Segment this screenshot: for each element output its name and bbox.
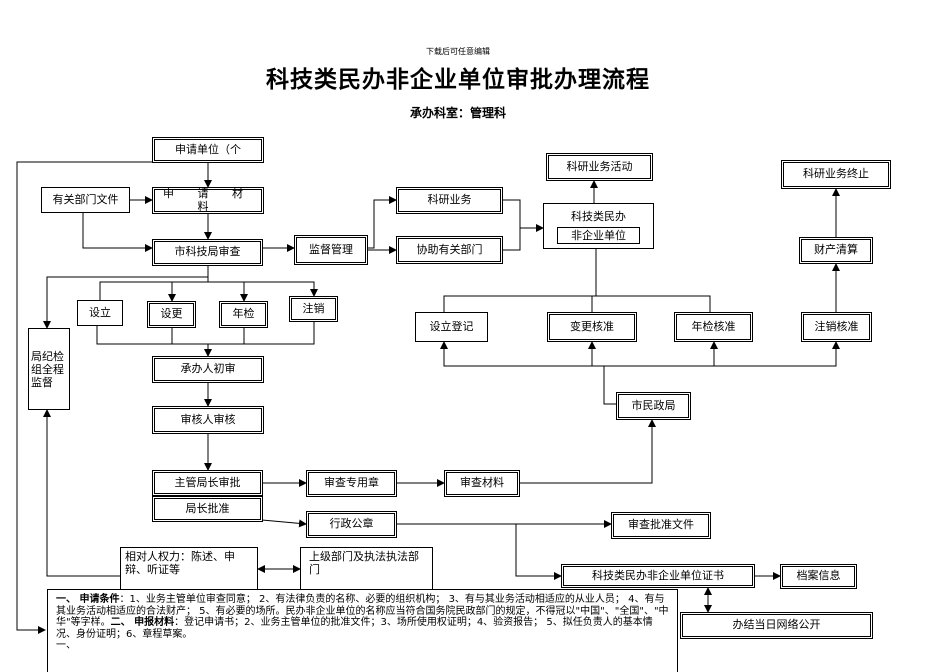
top-note: 下载后可任意编辑 [426, 47, 490, 56]
auditor-review-box: 审核人审核 [152, 406, 264, 434]
chief-approval-box: 局长批准 [152, 496, 263, 522]
requirements-text-2: ：登记申请书；2、业务主管单位的批准文件；3、场所使用权证明；4、验资报告； 5… [56, 617, 653, 640]
assist-departments-box: 协助有关部门 [396, 236, 503, 264]
supervision-box: 监督管理 [294, 235, 368, 265]
annual-check-box: 年检 [219, 301, 268, 328]
cancel-approval-box: 注销核准 [801, 312, 872, 342]
establish-box: 设立 [77, 300, 123, 326]
org-label-line1: 科技类民办 [571, 210, 626, 223]
review-seal-box: 审查专用章 [306, 470, 397, 497]
application-materials-box: 申 请 材 料 [152, 187, 264, 214]
certificate-box: 科技类民办非企业单位证书 [561, 564, 755, 588]
rights-box: 相对人权力：陈述、申辩、听证等 [120, 547, 258, 591]
publish-online-box: 办结当日网络公开 [680, 612, 873, 639]
requirements-box: 一、 申请条件：1、业务主管单位审查同意； 2、有法律负责的名称、必要的组织机构… [47, 589, 678, 672]
requirements-text-1: ：1、业务主管单位审查同意； 2、有法律负责的名称、必要的组织机构； 3、有与其… [56, 594, 669, 628]
annual-approval-box: 年检核准 [674, 312, 753, 342]
admin-seal-box: 行政公章 [306, 511, 397, 538]
requirements-text-3: 一、 [56, 640, 76, 651]
org-label-line2: 非企业单位 [557, 227, 640, 244]
discipline-group-box: 局纪检组全程监督 [28, 328, 70, 410]
handler-review-box: 承办人初审 [152, 356, 264, 383]
discipline-group-label: 局纪检组全程监督 [31, 349, 64, 389]
research-business-box: 科研业务 [396, 187, 503, 214]
page-subtitle: 承办科室：管理科 [409, 106, 506, 120]
page-title: 科技类民办非企业单位审批办理流程 [266, 66, 650, 93]
civil-affairs-box: 市民政局 [616, 392, 691, 420]
requirements-heading-2: 二、 申报材料 [110, 617, 175, 628]
change-box: 设更 [147, 301, 196, 328]
requirements-heading-1: 一、 申请条件 [56, 594, 120, 605]
research-end-box: 科研业务终止 [781, 160, 891, 189]
liquidation-box: 财产清算 [799, 237, 873, 264]
change-approval-box: 变更核准 [547, 312, 637, 342]
review-materials-box: 审查材料 [444, 470, 520, 497]
related-docs-box: 有关部门文件 [41, 187, 130, 213]
research-activity-box: 科研业务活动 [546, 153, 653, 181]
establish-registration-box: 设立登记 [415, 312, 488, 342]
superior-box: 上级部门及执法执法部门 [300, 547, 433, 591]
cancel-box: 注销 [289, 296, 338, 322]
approval-document-box: 审查批准文件 [611, 512, 711, 539]
city-bureau-review-box: 市科技局审查 [152, 239, 263, 266]
applicant-box: 申请单位（个 [152, 137, 264, 163]
archive-box: 档案信息 [780, 564, 857, 589]
director-approval-box: 主管局长审批 [152, 470, 263, 496]
org-box: 科技类民办 非企业单位 [543, 203, 654, 249]
